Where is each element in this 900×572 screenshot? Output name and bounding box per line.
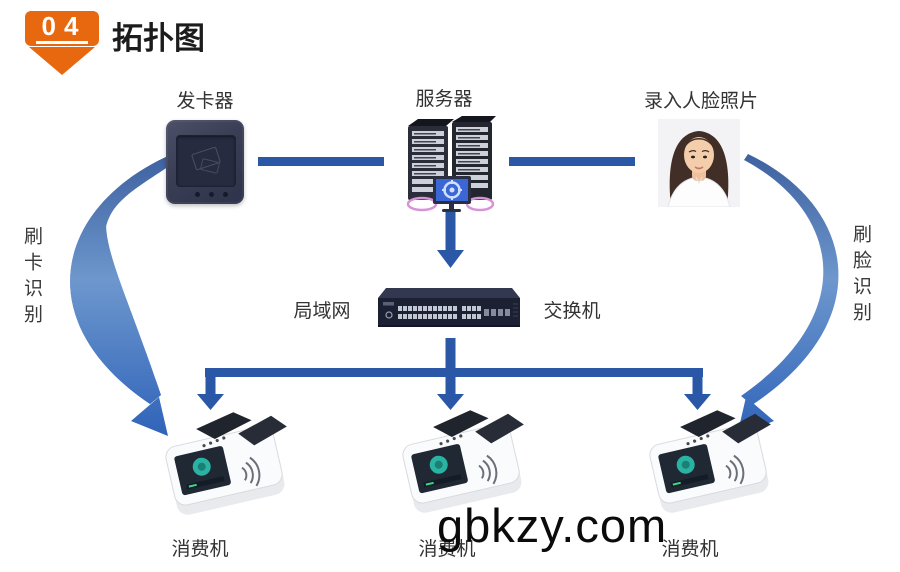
monitor-icon	[433, 176, 471, 212]
indicator-dot	[223, 192, 228, 197]
link-server-facephoto	[509, 157, 635, 166]
link-switch-to-bar	[445, 338, 456, 370]
badge-arrow-decoration	[29, 47, 95, 75]
distribution-bar	[205, 368, 703, 377]
arrow-to-pos-right	[684, 368, 711, 410]
switch-label: 交换机	[543, 301, 601, 322]
lan-label: 局域网	[293, 301, 351, 322]
pos-terminal-2	[402, 410, 524, 513]
card-swipe-flow-label: 刷卡识别	[21, 226, 42, 330]
indicator-dot	[209, 192, 214, 197]
server-illustration	[406, 116, 496, 212]
page-title: 拓扑图	[112, 21, 205, 56]
right-flow-curve-arrow	[737, 154, 839, 436]
face-photo-label: 录入人脸照片	[643, 91, 759, 112]
switch-illustration	[378, 288, 520, 327]
pos-label-2: 消费机	[418, 539, 476, 560]
pos-terminal-1	[165, 412, 287, 515]
link-cardissuer-server	[258, 157, 384, 166]
arrow-to-pos-middle	[437, 377, 464, 410]
pos-label-1: 消费机	[171, 539, 229, 560]
indicator-dot	[195, 192, 200, 197]
card-reader-panel	[176, 135, 236, 187]
card-issuer-illustration	[166, 120, 244, 204]
arrow-to-pos-left	[197, 368, 224, 410]
nfc-wave-icon	[725, 454, 745, 485]
nfc-wave-icon	[478, 454, 498, 485]
server-label: 服务器	[415, 89, 473, 110]
face-photo-illustration	[658, 119, 740, 207]
card-issuer-label: 发卡器	[176, 91, 234, 112]
section-number-badge: 04	[25, 11, 99, 46]
watermark-text: gbkzy.com	[437, 499, 668, 552]
pos-terminal-3	[649, 410, 771, 513]
arrow-server-to-switch	[437, 212, 464, 268]
face-swipe-flow-label: 刷脸识别	[850, 224, 871, 328]
pos-label-3: 消费机	[661, 539, 719, 560]
section-number: 04	[35, 13, 89, 44]
nfc-wave-icon	[241, 456, 261, 487]
